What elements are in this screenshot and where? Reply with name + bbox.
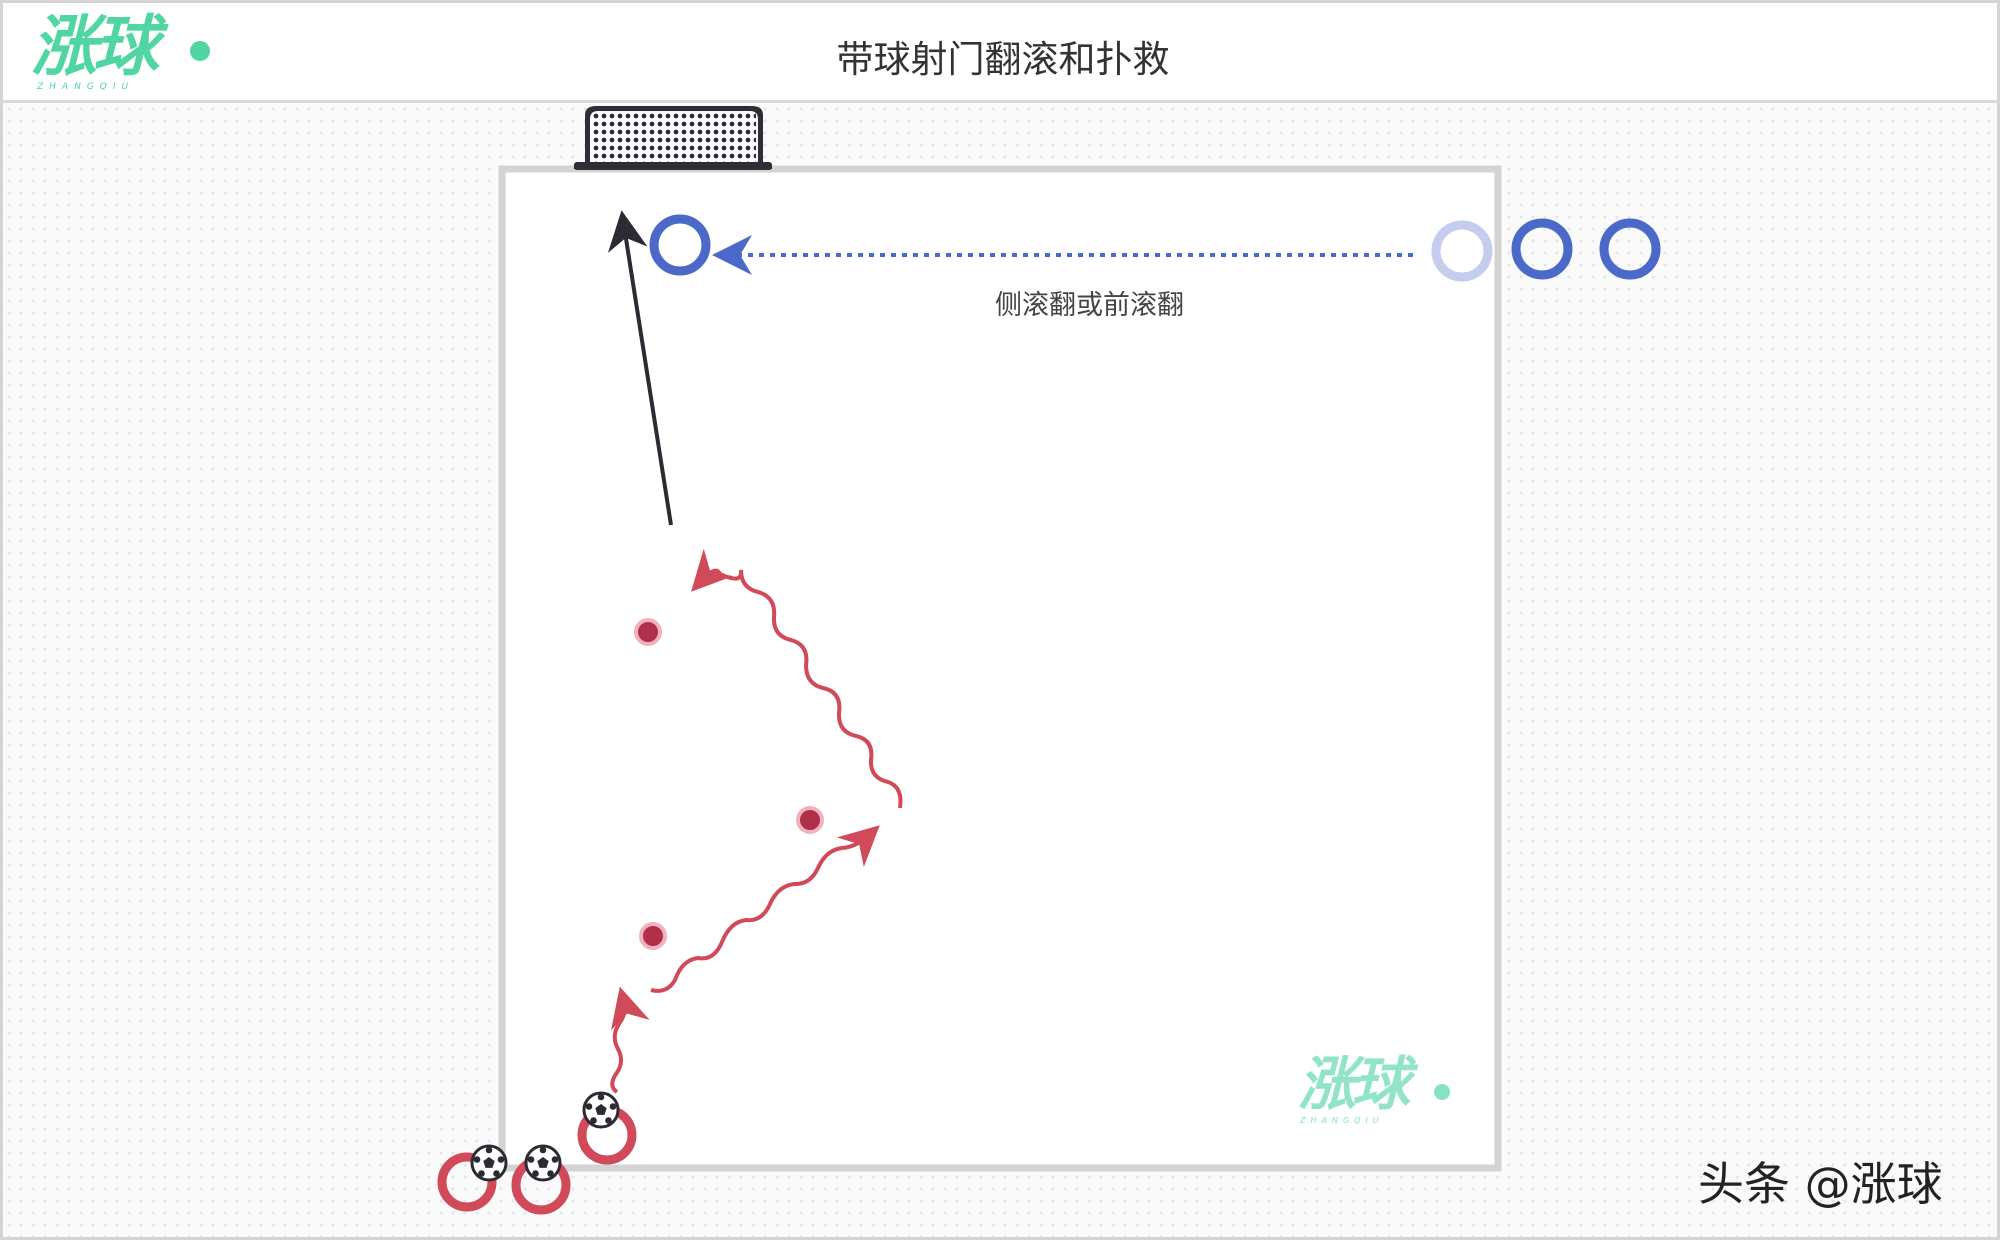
goal-net xyxy=(574,106,772,170)
goalkeeper-waiting xyxy=(1431,220,1493,282)
dribble-path xyxy=(650,825,880,993)
attribution-text: 头条 @涨球 xyxy=(1698,1157,1943,1211)
field-boundary xyxy=(498,165,1502,1172)
attacker-with-ball xyxy=(437,1144,508,1212)
watermark-subtext: ZHANGQIU xyxy=(1300,1116,1384,1125)
brand-logo: 涨球 xyxy=(31,8,159,85)
watermark-ball-icon xyxy=(1434,1084,1450,1100)
shot-arrow xyxy=(607,210,673,526)
cone xyxy=(796,806,824,834)
goalkeeper-queue xyxy=(1599,218,1661,280)
cone xyxy=(634,618,662,646)
goalkeeper-queue xyxy=(1511,218,1573,280)
goalkeeper-active xyxy=(649,214,711,276)
page-title: 带球射门翻滚和扑救 xyxy=(836,38,1170,81)
dribble-path xyxy=(691,548,903,809)
attacker-with-ball xyxy=(511,1144,571,1215)
dribble-path xyxy=(610,986,650,1094)
brand-logo-subtext: ZHANGQIU xyxy=(37,82,135,92)
attacker-with-ball xyxy=(577,1091,637,1165)
header-bar: 涨球 ZHANGQIU 带球射门翻滚和扑救 xyxy=(3,3,1997,103)
cone xyxy=(639,922,667,950)
dive-label: 侧滚翻或前滚翻 xyxy=(995,290,1184,321)
watermark-logo: 涨球 xyxy=(1298,1050,1410,1118)
logo-ball-icon xyxy=(190,41,210,61)
